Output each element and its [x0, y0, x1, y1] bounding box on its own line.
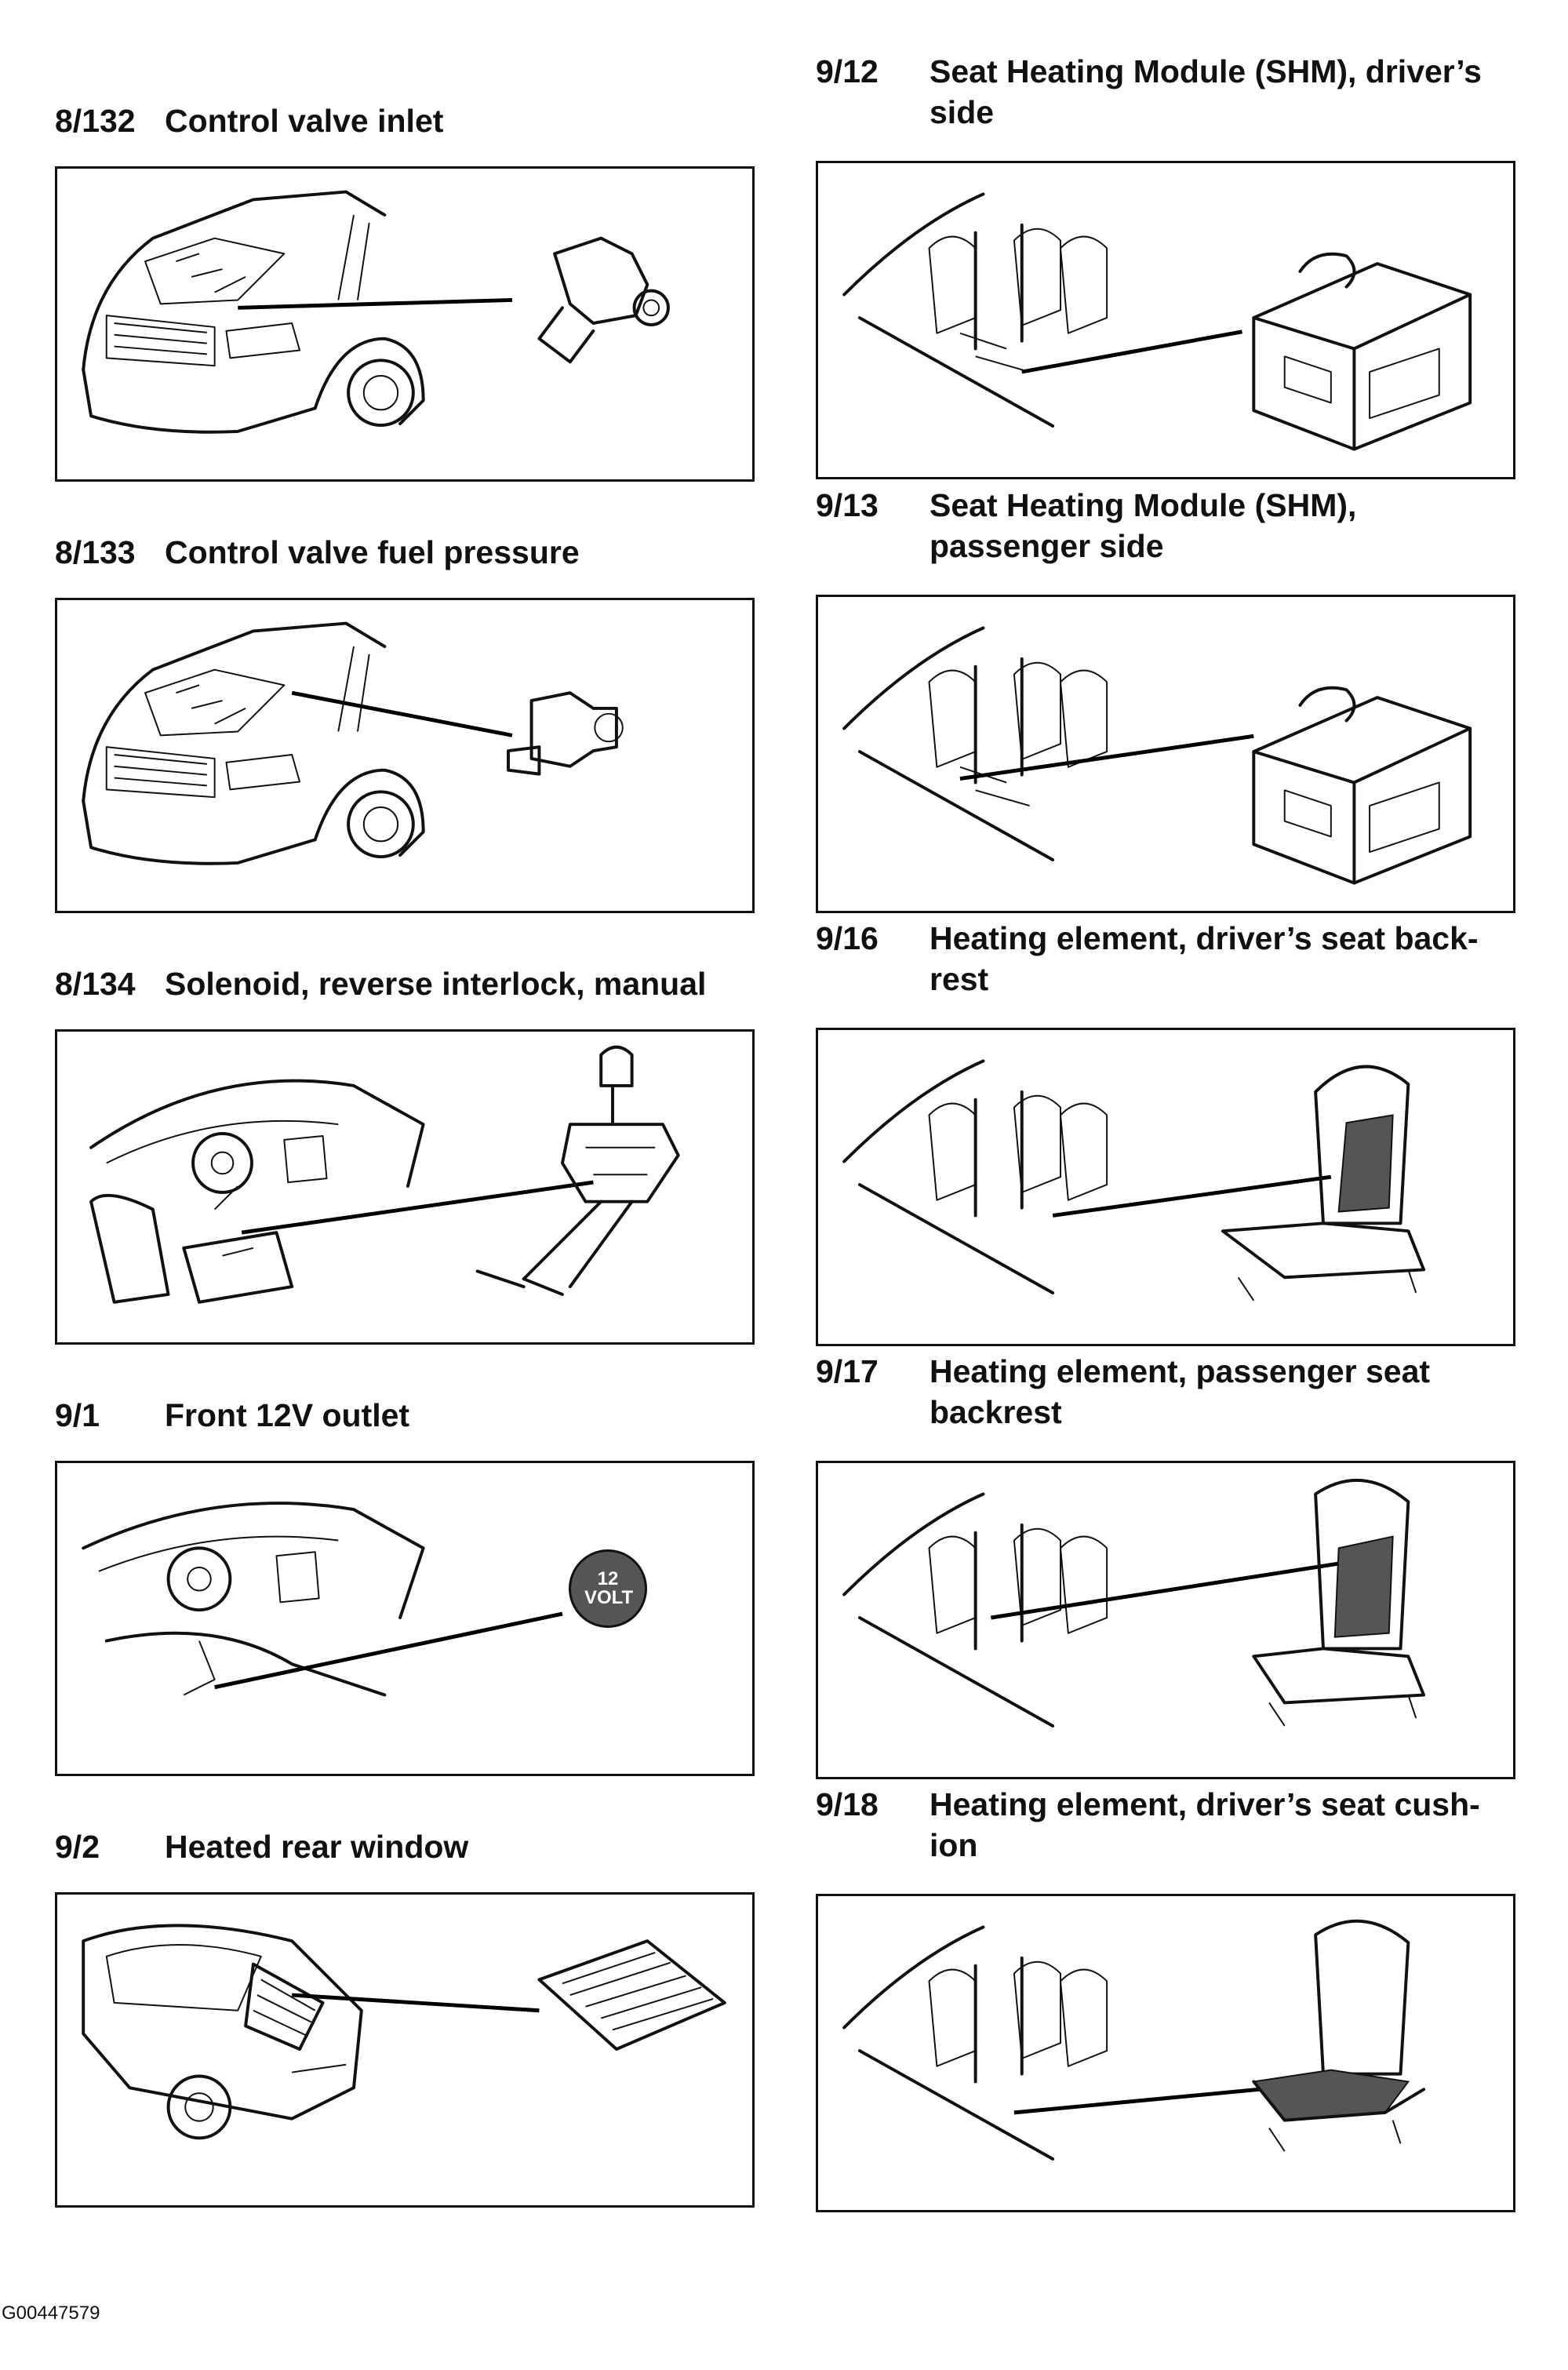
seat-backrest-illustration [842, 1478, 1426, 1727]
seats-module-illustration [842, 626, 1472, 885]
entry-number: 9/13 [816, 487, 879, 523]
entry-number: 9/1 [55, 1397, 100, 1433]
entry-number: 8/133 [55, 534, 136, 570]
seats-module-illustration [842, 192, 1472, 451]
entry-number: 8/132 [55, 103, 136, 139]
engine-bay-illustration [82, 621, 624, 865]
seat-backrest-illustration [842, 1059, 1426, 1301]
entry-title: Heating element, driver’s seat cush-ion [930, 1786, 1480, 1863]
entry-title: Front 12V outlet [165, 1397, 410, 1433]
entry-title: Heated rear window [165, 1829, 469, 1865]
entry-number: 9/18 [816, 1786, 879, 1822]
entry-title: Control valve fuel pressure [165, 534, 580, 570]
entry-title: Heating element, passenger seat backrest [930, 1353, 1431, 1430]
seat-cushion-illustration [842, 1919, 1426, 2161]
entry-number: 9/17 [816, 1353, 879, 1389]
entry-9-17: 9/17 Heating element, passenger seat bac… [816, 1351, 1553, 1790]
entry-title: Heating element, driver’s seat back-rest [930, 920, 1479, 997]
figure-fuel-pressure-valve [55, 598, 755, 913]
entry-number: 9/2 [55, 1829, 100, 1865]
entry-9-1: 9/1 Front 12V outlet 12 VOLT [55, 1395, 761, 1787]
figure-shm-driver [816, 161, 1515, 479]
entry-9-16: 9/16 Heating element, driver’s seat back… [816, 918, 1553, 1357]
figure-engine-control-valve [55, 166, 755, 482]
entry-title: Seat Heating Module (SHM), passenger sid… [930, 487, 1357, 564]
figure-front-12v-outlet: 12 VOLT [55, 1461, 755, 1776]
figure-passenger-backrest [816, 1461, 1515, 1779]
entry-title: Control valve inlet [165, 103, 444, 139]
figure-driver-backrest [816, 1028, 1515, 1346]
figure-driver-cushion [816, 1894, 1515, 2212]
entry-number: 9/16 [816, 920, 879, 956]
figure-heated-rear-window [55, 1892, 755, 2208]
entry-8-132: 8/132 Control valve inlet [55, 100, 761, 493]
entry-number: 9/12 [816, 53, 879, 89]
figure-reverse-interlock-solenoid [55, 1029, 755, 1345]
interior-shifter-illustration [89, 1045, 680, 1304]
entry-9-18: 9/18 Heating element, driver’s seat cush… [816, 1784, 1553, 2223]
engine-bay-illustration [82, 190, 670, 434]
entry-9-13: 9/13 Seat Heating Module (SHM), passenge… [816, 485, 1553, 924]
socket-12v-icon: 12 VOLT [569, 1549, 647, 1628]
entry-9-12: 9/12 Seat Heating Module (SHM), driver’s… [816, 51, 1553, 490]
socket-label: 12 VOLT [584, 1568, 634, 1608]
entry-title: Seat Heating Module (SHM), driver’s side [930, 53, 1482, 130]
entry-9-2: 9/2 Heated rear window [55, 1826, 761, 2219]
entry-8-134: 8/134 Solenoid, reverse interlock, manua… [55, 963, 761, 1356]
interior-outlet-illustration [82, 1502, 563, 1697]
figure-shm-passenger [816, 595, 1515, 913]
entry-number: 8/134 [55, 966, 136, 1002]
entry-8-133: 8/133 Control valve fuel pressure [55, 532, 761, 924]
entry-title: Solenoid, reverse interlock, manual [165, 966, 707, 1002]
document-code: G00447579 [2, 2303, 100, 2324]
car-rear-illustration [82, 1924, 726, 2140]
